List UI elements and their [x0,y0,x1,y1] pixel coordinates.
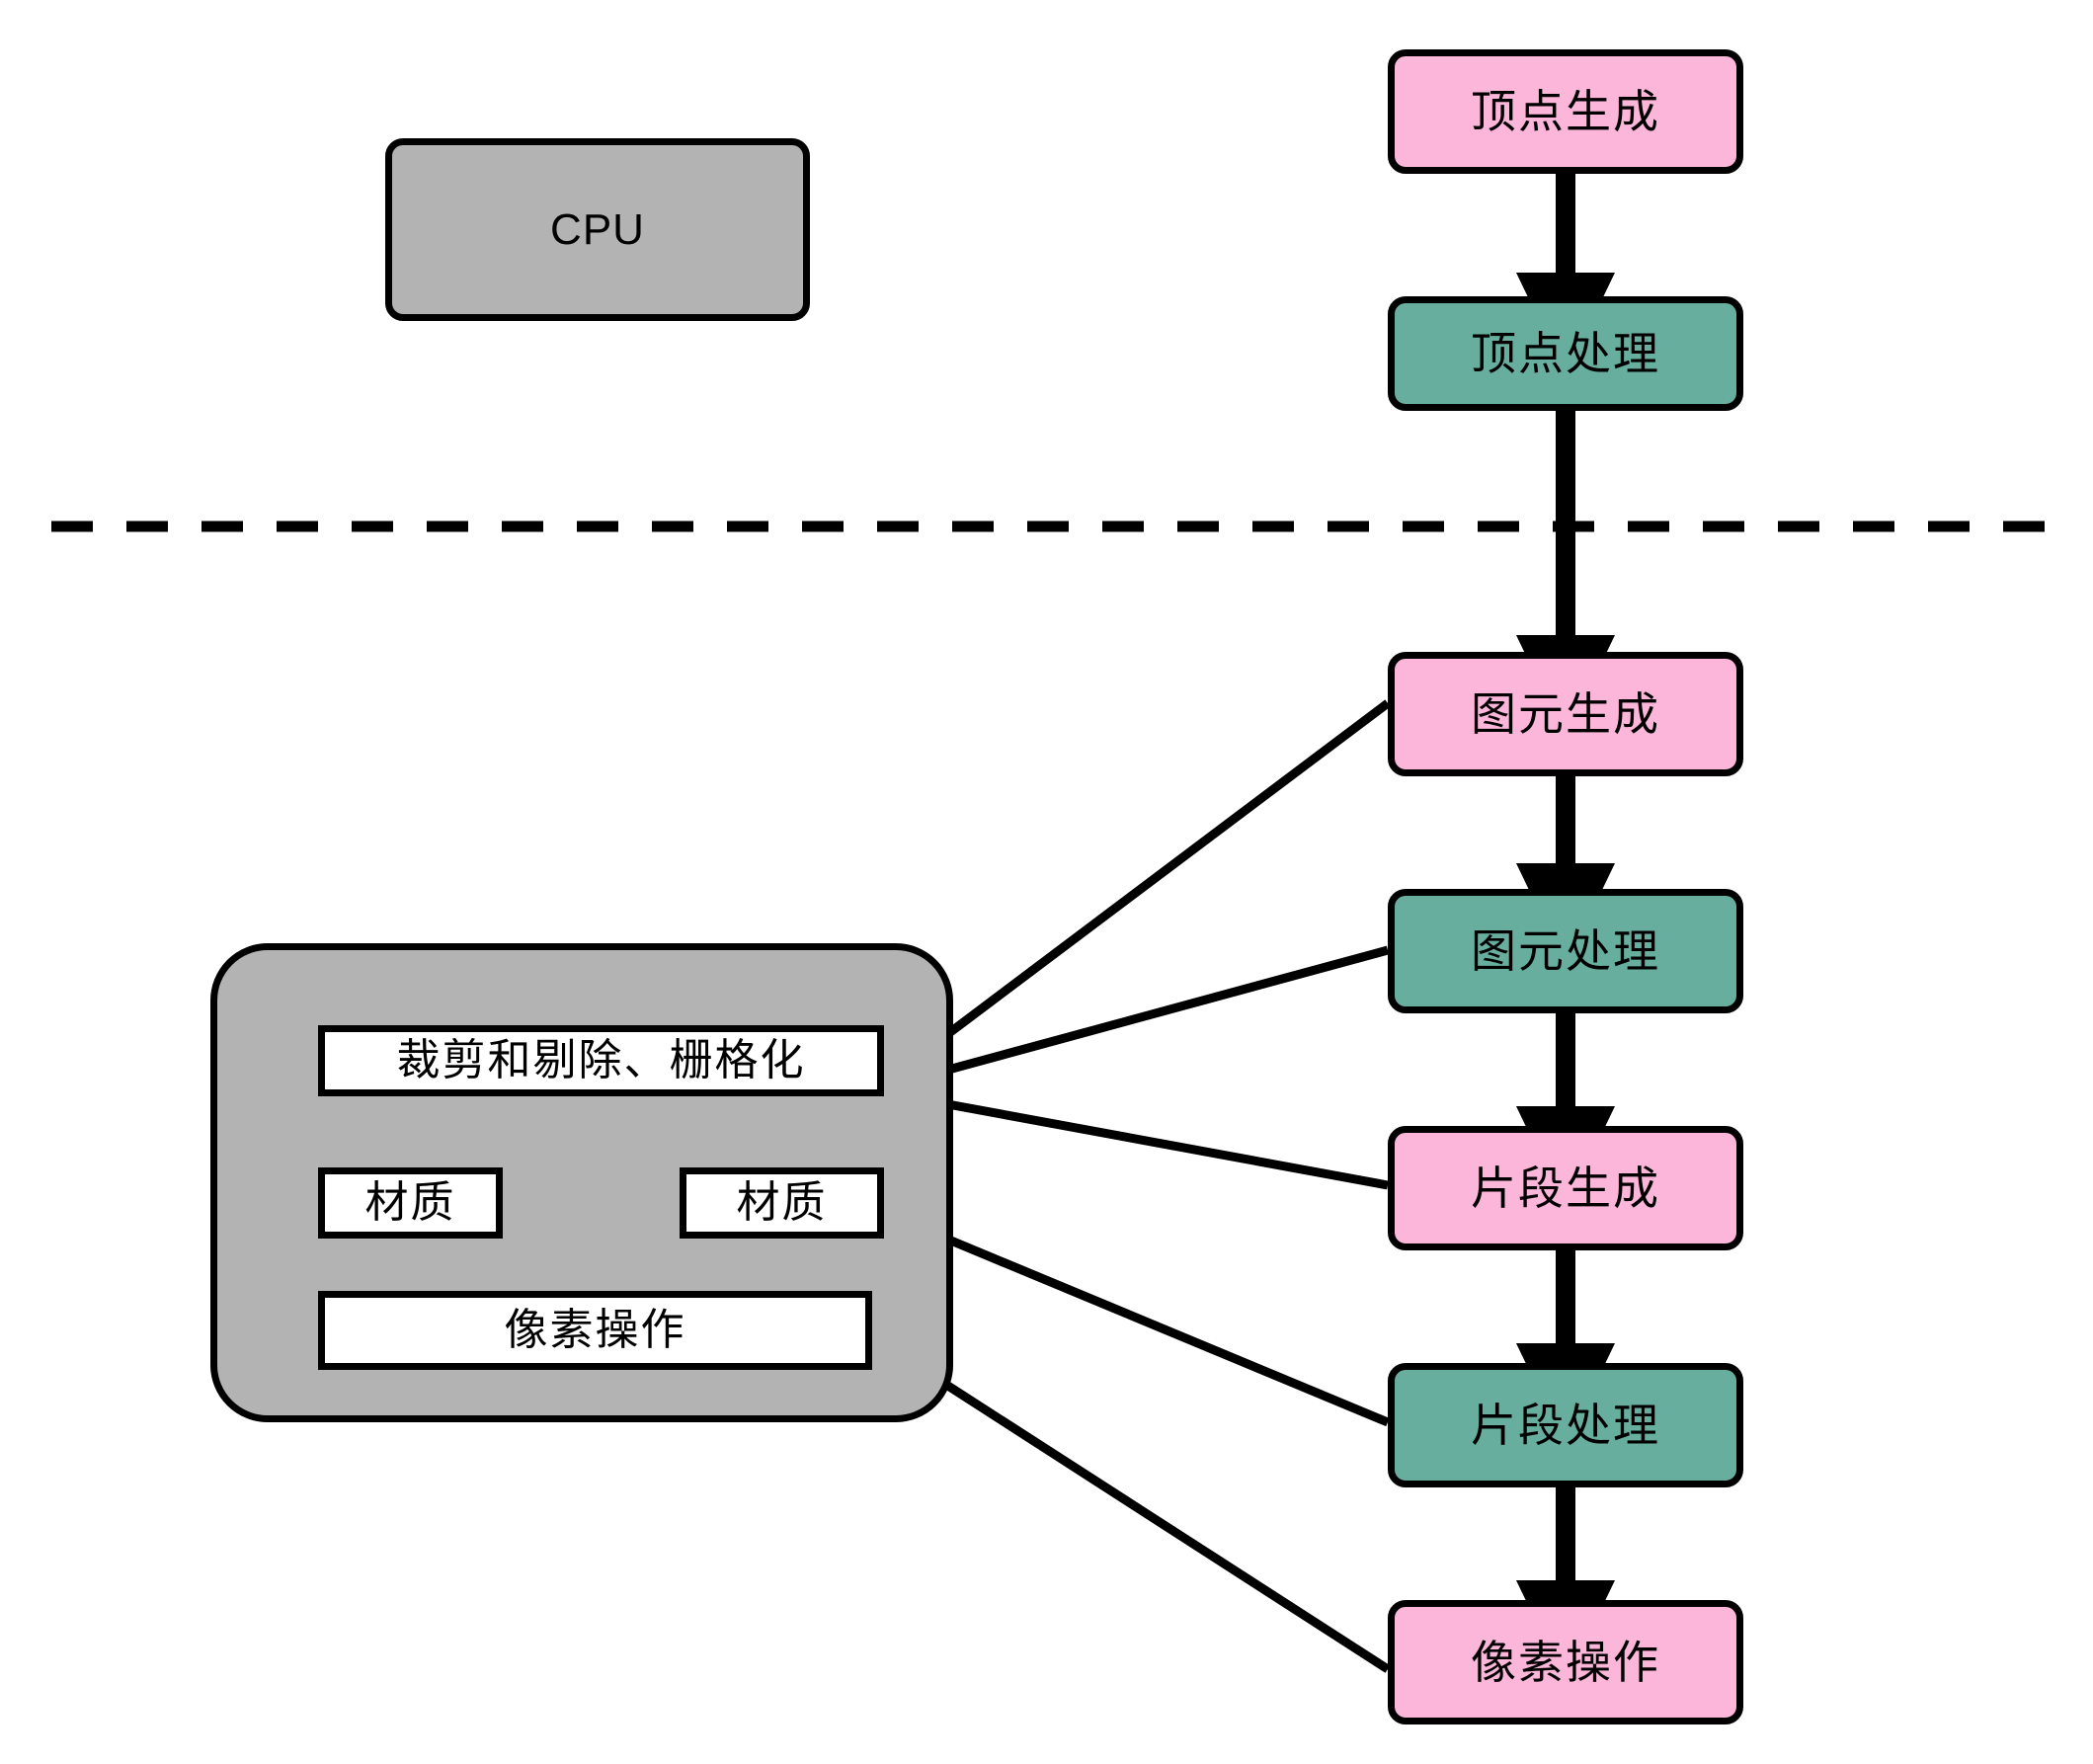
arrow-primitive-processing-to-clip-cull-raster [839,945,1390,1109]
gpu-subblock-texture-left[interactable]: 材质 [318,1167,503,1239]
arrow-pixel-operations-to-pixel-ops [834,1312,1391,1673]
stage-primitive-generation-label: 图元生成 [1471,688,1660,740]
cpu-block[interactable]: CPU [385,138,810,321]
stage-pixel-operations-label: 像素操作 [1471,1637,1660,1688]
gpu-subblock-clip-cull-raster[interactable]: 裁剪和剔除、栅格化 [318,1025,884,1096]
gpu-subblock-texture-right-label: 材质 [736,1178,828,1227]
stage-fragment-generation[interactable]: 片段生成 [1388,1126,1743,1250]
gpu-subblock-texture-right[interactable]: 材质 [680,1167,884,1239]
stage-vertex-processing[interactable]: 顶点处理 [1388,296,1743,411]
stage-fragment-generation-label: 片段生成 [1471,1163,1660,1214]
gpu-subblock-pixel-ops[interactable]: 像素操作 [318,1291,872,1370]
stage-primitive-generation[interactable]: 图元生成 [1388,652,1743,776]
arrow-primitive-generation-to-clip-cull-raster [847,699,1391,1109]
arrow-fragment-generation-to-clip-cull-raster [838,1069,1389,1190]
gpu-subblock-pixel-ops-label: 像素操作 [504,1306,686,1354]
arrow-fragment-processing-to-texture-right [841,1194,1390,1427]
cpu-block-label: CPU [550,204,645,254]
stage-primitive-processing-label: 图元处理 [1471,925,1660,977]
gpu-subblock-texture-left-label: 材质 [364,1178,456,1227]
stage-vertex-generation[interactable]: 顶点生成 [1388,49,1743,174]
stage-primitive-processing[interactable]: 图元处理 [1388,889,1743,1013]
stage-vertex-processing-label: 顶点处理 [1471,328,1660,379]
stage-pixel-operations[interactable]: 像素操作 [1388,1600,1743,1724]
gpu-subblock-clip-cull-raster-label: 裁剪和剔除、栅格化 [396,1036,806,1084]
stage-fragment-processing-label: 片段处理 [1471,1400,1660,1451]
stage-vertex-generation-label: 顶点生成 [1471,86,1660,137]
stage-fragment-processing[interactable]: 片段处理 [1388,1363,1743,1487]
